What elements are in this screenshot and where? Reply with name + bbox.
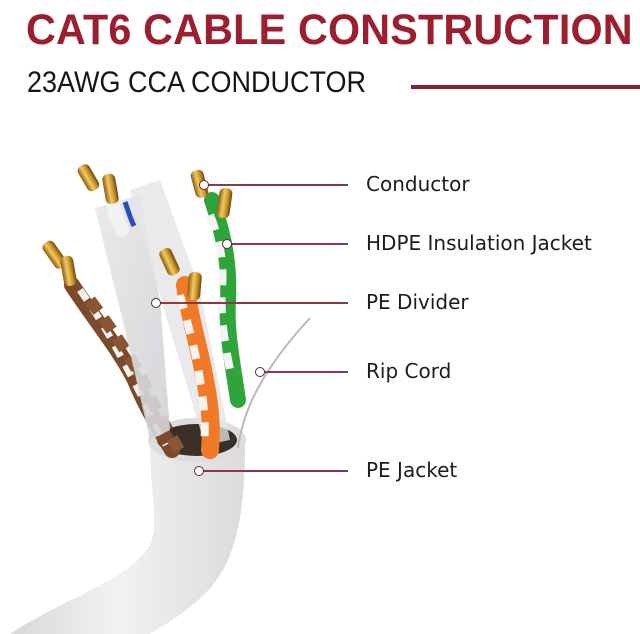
accent-rule — [411, 85, 640, 89]
callout-dot-icon — [255, 367, 265, 377]
leader-line — [204, 184, 348, 186]
leader-line — [227, 243, 348, 245]
callout-dot-icon — [199, 180, 209, 190]
green-pair — [204, 192, 246, 408]
leader-line — [199, 470, 348, 472]
orange-pair — [176, 276, 220, 459]
callout-dot-icon — [151, 298, 161, 308]
leader-line — [156, 302, 348, 304]
label-rip-cord: Rip Cord — [366, 359, 452, 383]
conductor-shapes — [42, 164, 233, 301]
label-pe-jacket: PE Jacket — [366, 458, 458, 482]
rip-cord-shape — [237, 317, 311, 449]
label-pe-divider: PE Divider — [366, 290, 469, 314]
page-title: CAT6 CABLE CONSTRUCTION — [26, 6, 633, 54]
callout-dot-icon — [222, 239, 232, 249]
label-conductor: Conductor — [366, 172, 470, 196]
leader-line — [260, 371, 348, 373]
callout-dot-icon — [194, 466, 204, 476]
page-subtitle: 23AWG CCA CONDUCTOR — [27, 66, 367, 99]
label-hdpe-insulation-jacket: HDPE Insulation Jacket — [366, 231, 592, 255]
